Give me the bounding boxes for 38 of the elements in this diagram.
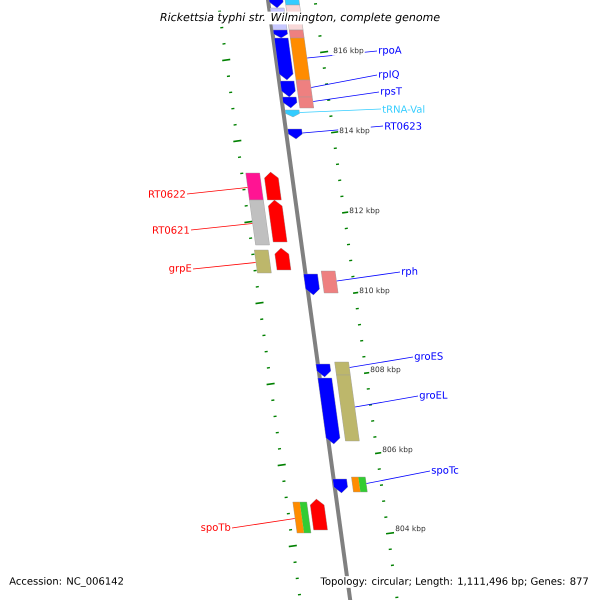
summary-text: Topology: circular; Length: 1,111,496 bp; Genes: 877	[320, 576, 590, 588]
gene-label: spoTc	[432, 466, 458, 476]
gene-box	[296, 80, 312, 98]
gene-label: rpIQ	[379, 70, 399, 80]
leader-line	[186, 187, 248, 194]
gene-label: RT0621	[153, 226, 189, 234]
gene-box	[246, 172, 264, 200]
gene-label: RT0622	[149, 190, 185, 198]
leader-line	[232, 518, 296, 528]
leader-line	[190, 223, 253, 230]
title: Rickettsia typhi str. Wilmington, complete genome	[158, 12, 442, 24]
leader-line	[354, 396, 418, 408]
gene-box	[254, 250, 272, 274]
leader-line	[192, 262, 256, 270]
accession-text: Accession: NC_006142	[8, 576, 125, 588]
leader-line	[310, 74, 378, 88]
gene-box	[351, 476, 368, 492]
gene-box	[334, 362, 351, 376]
leader-line	[349, 356, 414, 368]
gene-symbol	[284, 110, 300, 118]
gene-label: groES	[414, 352, 443, 362]
gene-label: groEL	[420, 391, 448, 401]
leader-line	[336, 272, 400, 282]
gene-label: tRNA-Val	[382, 105, 424, 113]
gene-label: RT0623	[385, 122, 422, 130]
gene-box	[290, 38, 310, 80]
gene-label: grpE	[169, 264, 192, 274]
leader-line	[312, 92, 380, 102]
gene-label: rpoA	[379, 46, 402, 56]
gene-label: spoTb	[201, 523, 230, 533]
gene-symbol	[287, 128, 303, 140]
leader-line	[299, 108, 382, 113]
gene-box	[249, 200, 270, 246]
gene-label: rph	[402, 267, 418, 277]
gene-label: rpsT	[381, 87, 402, 97]
gene-box	[292, 502, 312, 534]
gene-box	[320, 270, 338, 294]
gene-box	[298, 96, 314, 108]
